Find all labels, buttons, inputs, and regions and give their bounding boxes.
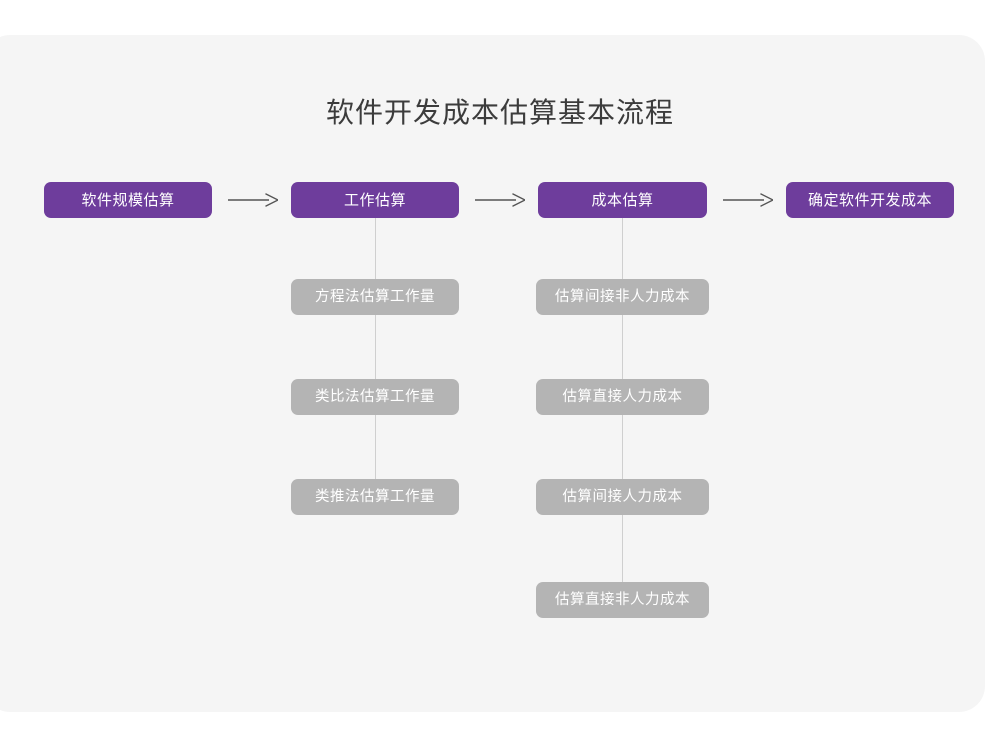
flow-arrow-1-icon xyxy=(228,190,278,210)
page-title: 软件开发成本估算基本流程 xyxy=(325,96,674,129)
main-step-3[interactable]: 成本估算 xyxy=(538,182,707,218)
sub-step-label: 估算直接人力成本 xyxy=(562,388,683,405)
main-step-label: 确定软件开发成本 xyxy=(807,190,932,209)
sub-step-label: 类比法估算工作量 xyxy=(315,388,435,405)
sub-step-2-4[interactable]: 估算直接非人力成本 xyxy=(536,582,709,618)
main-step-label: 工作估算 xyxy=(343,190,406,209)
main-step-1[interactable]: 软件规模估算 xyxy=(44,182,212,218)
sub-step-label: 估算间接人力成本 xyxy=(562,488,683,505)
sub-step-1-1[interactable]: 方程法估算工作量 xyxy=(291,279,459,315)
sub-step-label: 估算间接非人力成本 xyxy=(555,288,690,305)
main-step-label: 成本估算 xyxy=(591,190,654,209)
sub-step-2-2[interactable]: 估算直接人力成本 xyxy=(536,379,709,415)
main-step-4[interactable]: 确定软件开发成本 xyxy=(786,182,954,218)
sub-step-2-3[interactable]: 估算间接人力成本 xyxy=(536,479,709,515)
sub-step-2-1[interactable]: 估算间接非人力成本 xyxy=(536,279,709,315)
main-step-label: 软件规模估算 xyxy=(81,190,175,209)
flow-arrow-3-icon xyxy=(723,190,773,210)
sub-step-label: 类推法估算工作量 xyxy=(315,488,435,505)
branch-connector-1 xyxy=(375,218,376,497)
main-step-2[interactable]: 工作估算 xyxy=(291,182,459,218)
sub-step-label: 估算直接非人力成本 xyxy=(555,591,690,608)
diagram-card xyxy=(0,35,985,712)
sub-step-1-2[interactable]: 类比法估算工作量 xyxy=(291,379,459,415)
sub-step-label: 方程法估算工作量 xyxy=(315,288,435,305)
flow-arrow-2-icon xyxy=(475,190,525,210)
sub-step-1-3[interactable]: 类推法估算工作量 xyxy=(291,479,459,515)
